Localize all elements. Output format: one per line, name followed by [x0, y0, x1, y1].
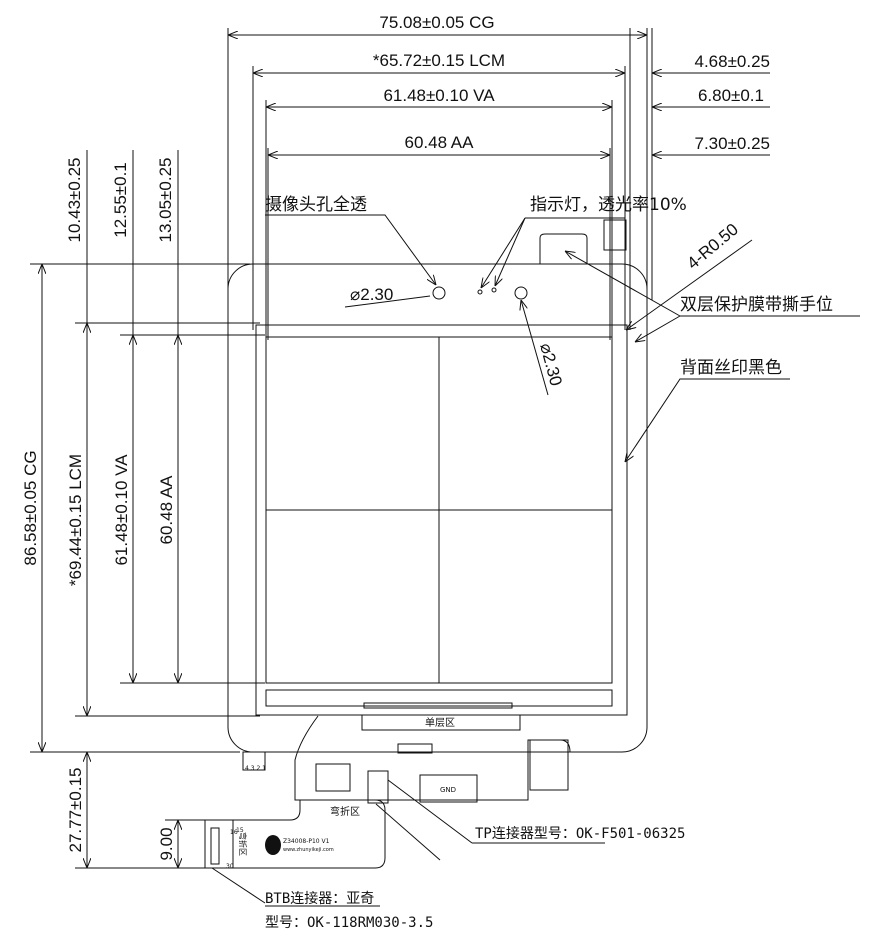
- back-silk-note: 背面丝印黑色: [680, 358, 782, 378]
- bottom-strip: [265, 689, 613, 707]
- hole-1-diameter: ⌀2.30: [350, 285, 393, 304]
- camera-hole: [432, 286, 446, 300]
- protective-film-note: 双层保护膜带撕手位: [680, 295, 833, 315]
- right-offset-2: 6.80±0.1: [698, 86, 764, 105]
- hole-2-leader: [521, 300, 549, 396]
- stiffener: [315, 763, 351, 792]
- camera-hole-note: 摄像头孔全透: [265, 195, 367, 215]
- top-dimensions: 75.08±0.05 CG *65.72±0.15 LCM 61.48±0.10…: [227, 13, 770, 340]
- top-offset-3: 13.05±0.25: [156, 158, 175, 243]
- fpc-length-label: 27.77±0.15: [66, 768, 85, 853]
- fpc-site: www.zhunyikeji.com: [283, 847, 334, 853]
- hole-1-leader: [344, 295, 431, 308]
- aa-width-label: 60.48 AA: [404, 133, 474, 152]
- cg-height-label: 86.58±0.05 CG: [21, 450, 40, 565]
- btb-connector: [204, 819, 234, 869]
- left-dimensions: 10.43±0.25 12.55±0.1 13.05±0.25 86.58±0.…: [21, 150, 265, 869]
- indicator-led-2: [491, 287, 497, 293]
- indicator-led-1: [477, 289, 483, 295]
- aa-height-label: 60.48 AA: [157, 475, 176, 545]
- single-layer-label: 单层区: [425, 717, 455, 729]
- btb-connector-note: BTB连接器：亚奇: [265, 890, 374, 907]
- indicator-note: 指示灯，透光率10%: [530, 195, 687, 215]
- pin-15: 15: [236, 827, 244, 834]
- va-height-label: 61.48±0.10 VA: [112, 454, 131, 566]
- hole-2-diameter: ⌀2.30: [536, 341, 566, 388]
- top-right-pads: [603, 219, 627, 251]
- corner-radius-label: 4-R0.50: [683, 220, 742, 273]
- pad-grid: [529, 739, 569, 791]
- fpc-bond-line: [363, 702, 513, 709]
- pin-30: 30: [226, 863, 234, 870]
- tp-connector: [367, 770, 389, 804]
- cg-width-label: 75.08±0.05 CG: [379, 13, 494, 32]
- top-offset-1: 10.43±0.25: [65, 158, 84, 243]
- black-border-frame: [255, 324, 628, 716]
- sensor-hole: [514, 286, 528, 300]
- fpc-code: Z34008-P10 V1: [283, 838, 330, 845]
- indicator-tab: [539, 233, 588, 264]
- lcm-width-label: *65.72±0.15 LCM: [373, 51, 505, 70]
- logo-mark: [265, 835, 281, 855]
- right-offset-1: 4.68±0.25: [694, 52, 770, 71]
- connector-width-label: 9.00: [157, 827, 176, 860]
- right-offset-3: 7.30±0.25: [694, 134, 770, 153]
- gnd-pad: [419, 774, 478, 803]
- fpc-label-box: [397, 743, 433, 754]
- fpc: 单层区 4 3 2 1 GND 弯折区 15 16 30 弯折区 Z34008-…: [204, 715, 571, 870]
- pin-16: 16: [230, 829, 238, 836]
- va-width-label: 61.48±0.10 VA: [383, 86, 495, 105]
- test-pads: [242, 751, 266, 771]
- tp-connector-note: TP连接器型号：OK-F501-06325: [475, 825, 685, 842]
- bend-zone-label: 弯折区: [330, 805, 360, 818]
- test-pad-numbers: 4 3 2 1: [245, 765, 266, 772]
- bend-zone-vertical-label: 弯折区: [238, 832, 248, 856]
- top-offset-2: 12.55±0.1: [111, 162, 130, 238]
- btb-model-note: 型号：OK-118RM030-3.5: [265, 915, 433, 931]
- lcm-height-label: *69.44±0.15 LCM: [66, 454, 85, 586]
- gnd-label: GND: [440, 786, 456, 794]
